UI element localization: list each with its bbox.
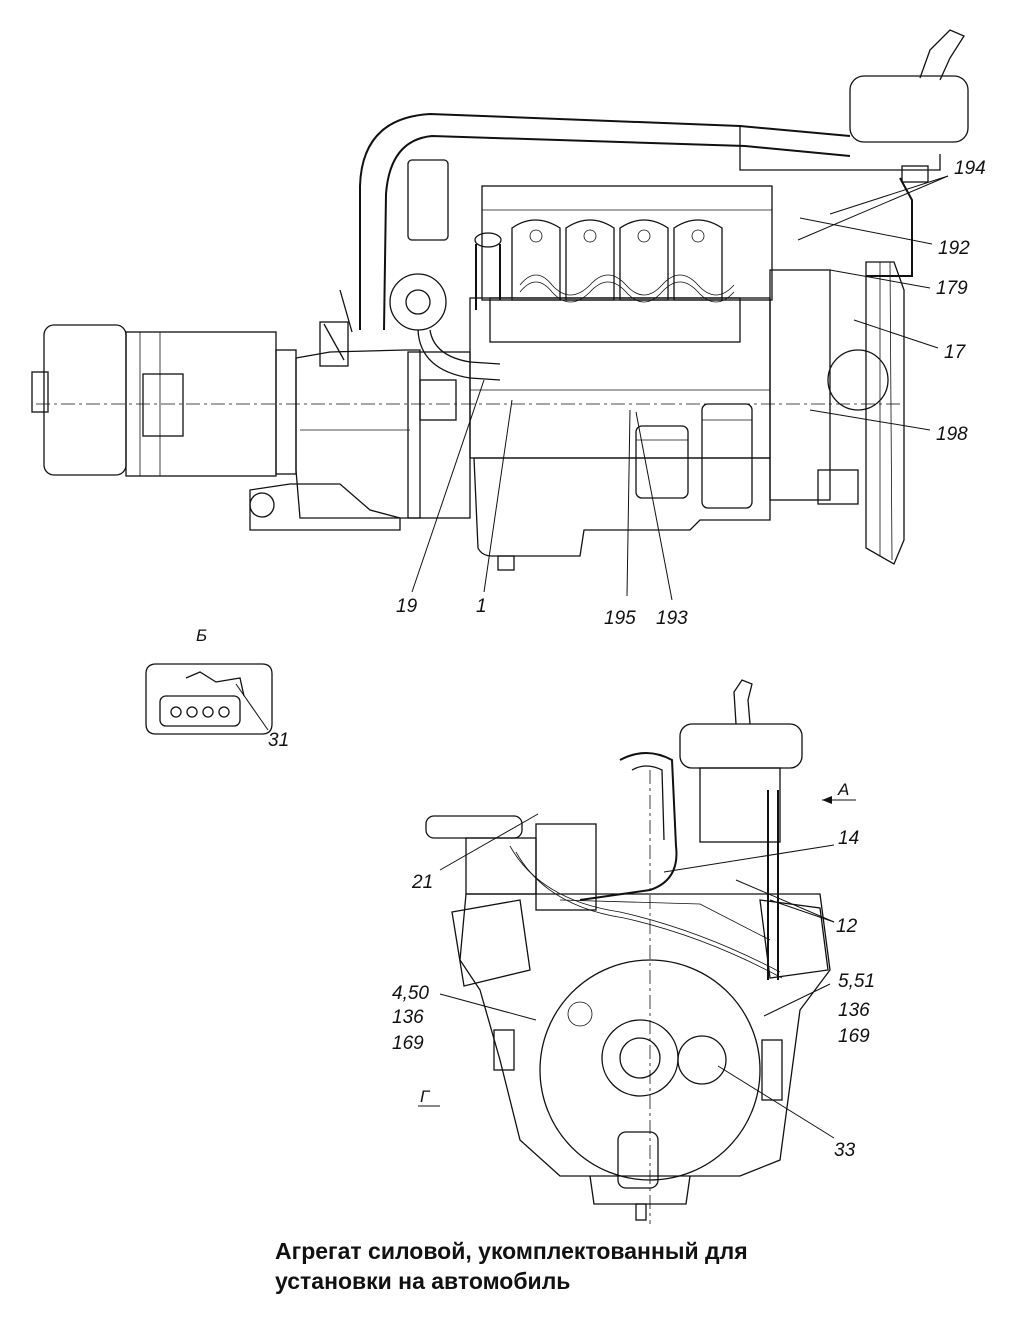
callout-21: 21 — [411, 872, 433, 893]
callout-169-left: 169 — [392, 1033, 424, 1054]
callout-4-50: 4,50 — [392, 983, 429, 1004]
turbocharger — [389, 273, 501, 381]
callout-136-right: 136 — [838, 1000, 870, 1021]
callout-169-right: 169 — [838, 1026, 870, 1047]
engine-block — [469, 185, 905, 571]
caption-line-2: установки на автомобиль — [275, 1268, 571, 1294]
callout-5-51: 5,51 — [838, 971, 875, 992]
callout-194: 194 — [954, 158, 986, 179]
callout-14: 14 — [838, 828, 859, 849]
callout-31: 31 — [268, 730, 289, 751]
drawing-caption: Агрегат силовой, укомплектованный для ус… — [275, 1236, 975, 1296]
callout-12: 12 — [836, 916, 858, 937]
callout-193: 193 — [656, 608, 688, 629]
caption-line-1: Агрегат силовой, укомплектованный для — [275, 1238, 748, 1264]
callout-19: 19 — [396, 596, 418, 617]
callout-179: 179 — [936, 278, 968, 299]
view-a-label: А — [837, 780, 849, 799]
callout-17: 17 — [944, 342, 967, 363]
side-view-leaders — [411, 175, 949, 601]
callout-33: 33 — [834, 1140, 856, 1161]
callout-192: 192 — [938, 238, 970, 259]
transmission-housing — [31, 324, 471, 531]
detail-b-label: Б — [196, 626, 207, 645]
side-view: 194 192 179 17 198 19 1 195 193 — [31, 29, 986, 629]
callout-1: 1 — [476, 596, 487, 617]
callout-136-left: 136 — [392, 1007, 424, 1028]
callout-195: 195 — [604, 608, 636, 629]
detail-b: Б 31 — [145, 626, 289, 751]
view-g-label: Г — [420, 1087, 431, 1106]
callout-198: 198 — [936, 424, 968, 445]
air-intake-pipe — [319, 29, 969, 367]
front-view: А Г 21 14 12 4,50 136 169 5,51 136 169 3… — [392, 679, 875, 1224]
